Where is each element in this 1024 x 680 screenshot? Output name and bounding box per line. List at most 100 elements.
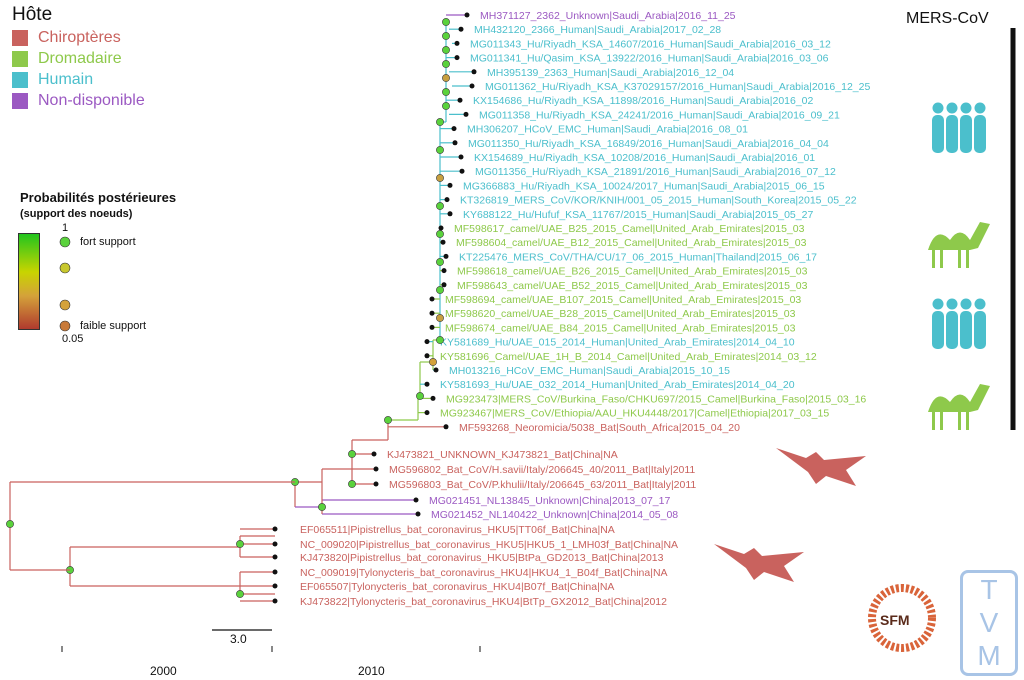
tip-dot <box>424 339 430 345</box>
tip-dot <box>415 511 421 517</box>
posterior-title: Probabilités postérieures <box>20 190 177 205</box>
tvm-letter: T <box>980 573 998 605</box>
tip-label: MF598620_camel/UAE_B28_2015_Camel|United… <box>445 308 796 320</box>
person-body <box>946 115 958 153</box>
tip-label: MG366883_Hu/Riyadh_KSA_10024/2017_Human|… <box>463 180 825 192</box>
legend-label: Non-disponible <box>38 92 145 109</box>
support-node <box>442 102 450 110</box>
camel-leg <box>940 408 943 430</box>
tip-dot <box>471 69 477 75</box>
tip-label: MG011362_Hu/Riyadh_KSA_K37029157/2016_Hu… <box>485 81 870 93</box>
gradient-top-label: 1 <box>62 222 69 234</box>
person-body <box>974 115 986 153</box>
support-node <box>436 146 444 154</box>
tip-dot <box>440 239 446 245</box>
tip-label: MH395139_2363_Human|Saudi_Arabia|2016_12… <box>487 67 734 79</box>
person-head <box>974 102 986 114</box>
tvm-letter: V <box>979 606 999 638</box>
tip-label: MF598618_camel/UAE_B26_2015_Camel|United… <box>457 266 808 278</box>
tip-label: KY581696_Camel/UAE_1H_B_2014_Camel|Unite… <box>440 351 817 363</box>
tvm-logo: T V M <box>960 570 1018 676</box>
tip-dot <box>444 197 450 203</box>
support-node <box>318 503 326 511</box>
tip-dot <box>454 40 460 46</box>
clade-label: MERS-CoV <box>906 10 989 27</box>
tip-label: MG923467|MERS_CoV/Ethiopia/AAU_HKU4448/2… <box>440 408 829 420</box>
tip-dot <box>458 154 464 160</box>
tip-dot <box>424 410 430 416</box>
tip-label: MG011350_Hu/Riyadh_KSA_16849/2016_Human|… <box>468 138 829 150</box>
tip-label: KJ473821_UNKNOWN_KJ473821_Bat|China|NA <box>387 449 618 461</box>
tip-dot <box>443 424 449 430</box>
person-head <box>946 298 958 310</box>
tip-dot <box>438 225 444 231</box>
tip-dot <box>452 140 458 146</box>
tip-label: KJ473822|Tylonycteris_bat_coronavirus_HK… <box>300 596 667 608</box>
support-node <box>436 336 444 344</box>
camel-leg <box>958 408 961 430</box>
tip-dot <box>373 466 379 472</box>
legend-support-node <box>59 236 71 248</box>
tip-label: MH432120_2366_Human|Saudi_Arabia|2017_02… <box>474 24 721 36</box>
support-node <box>436 314 444 322</box>
tip-dot <box>424 381 430 387</box>
support-node <box>442 46 450 54</box>
support-node <box>436 258 444 266</box>
posterior-subtitle: (support des noeuds) <box>20 208 133 220</box>
tip-label: MH371127_2362_Unknown|Saudi_Arabia|2016_… <box>480 10 736 22</box>
legend-item-humain: Humain <box>12 70 93 90</box>
camel-leg <box>958 246 961 268</box>
tip-label: MG021451_NL13845_Unknown|China|2013_07_1… <box>429 495 670 507</box>
legend-support-node <box>59 299 71 311</box>
tip-dot <box>429 324 435 330</box>
support-node <box>442 74 450 82</box>
support-node <box>429 358 437 366</box>
person-body <box>932 311 944 349</box>
tip-dot <box>272 583 278 589</box>
tip-dot <box>469 83 475 89</box>
tip-label: KX154686_Hu/Riyadh_KSA_11898/2016_Human|… <box>473 95 814 107</box>
tip-dot <box>433 367 439 373</box>
tip-dot <box>413 497 419 503</box>
legend-swatch <box>12 30 28 46</box>
person-head <box>932 102 944 114</box>
tip-label: MG011341_Hu/Qasim_KSA_13922/2016_Human|S… <box>470 53 829 65</box>
legend-swatch <box>12 72 28 88</box>
person-body <box>946 311 958 349</box>
tip-label: NC_009019|Tylonycteris_bat_coronavirus_H… <box>300 567 668 579</box>
tip-label: MH013216_HCoV_EMC_Human|Saudi_Arabia|201… <box>449 365 730 377</box>
bat-silhouette <box>714 544 804 582</box>
legend-swatch <box>12 93 28 109</box>
tip-label: KT326819_MERS_CoV/KOR/KNIH/001_05_2015_H… <box>460 195 857 207</box>
sfm-logo-ring <box>868 584 936 652</box>
legend-swatch <box>12 51 28 67</box>
legend-label: Humain <box>38 71 94 88</box>
tip-dot <box>441 282 447 288</box>
tip-dot <box>272 541 278 547</box>
camel-leg <box>932 408 935 430</box>
tip-label: MF598643_camel/UAE_B52_2015_Camel|United… <box>457 280 808 292</box>
legend-label: Dromadaire <box>38 50 122 67</box>
tip-label: KY688122_Hu/Hufuf_KSA_11767/2015_Human|S… <box>463 209 813 221</box>
camel-leg <box>966 246 969 268</box>
person-body <box>932 115 944 153</box>
tip-label: KT225476_MERS_CoV/THA/CU/17_06_2015_Huma… <box>459 251 817 263</box>
tip-label: MG011356_Hu/Riyadh_KSA_21891/2016_Human|… <box>475 166 836 178</box>
support-node <box>348 450 356 458</box>
tip-dot <box>424 353 430 359</box>
tip-dot <box>459 168 465 174</box>
support-node <box>442 60 450 68</box>
tip-label: MH306207_HCoV_EMC_Human|Saudi_Arabia|201… <box>467 124 748 136</box>
tip-dot <box>373 481 379 487</box>
tip-dot <box>447 182 453 188</box>
gradient-bottom-label: 0.05 <box>62 333 84 345</box>
tvm-letter: M <box>977 640 1001 672</box>
person-head <box>946 102 958 114</box>
tip-dot <box>463 111 469 117</box>
tip-dot <box>451 126 457 132</box>
tip-label: KY581693_Hu/UAE_032_2014_Human|United_Ar… <box>440 379 795 391</box>
tip-label: KJ473820|Pipistrellus_bat_coronavirus_HK… <box>300 552 664 564</box>
bat-silhouette <box>776 448 866 486</box>
support-node <box>348 480 356 488</box>
